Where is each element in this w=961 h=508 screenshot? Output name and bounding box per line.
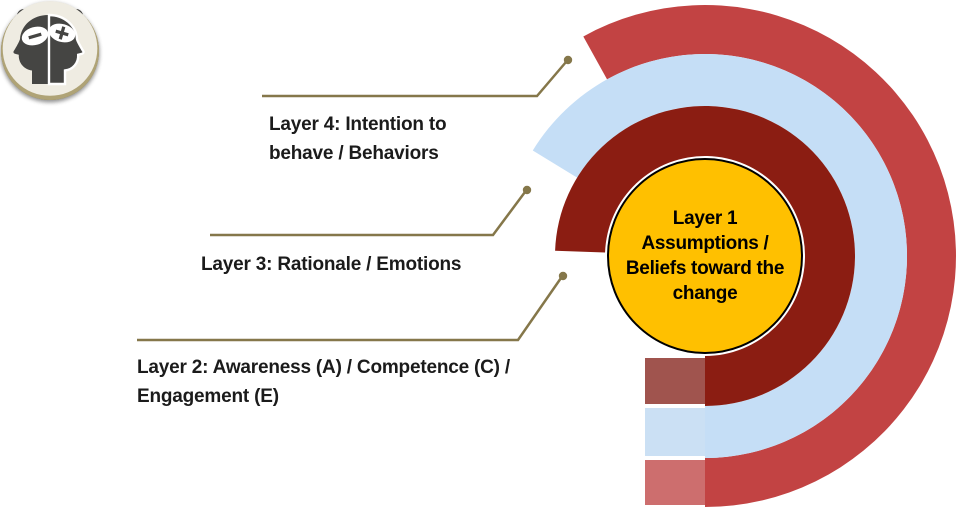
- label-layer2-line2: Engagement (E): [137, 386, 279, 407]
- center-line-2: Assumptions /: [641, 233, 769, 254]
- heads-plus-minus-icon: [1, 1, 99, 100]
- callout-layer4-leader: [262, 55, 573, 98]
- layer-2-ring: [555, 106, 855, 406]
- callout-line-layer4: [262, 61, 567, 98]
- layer-4-ring: [583, 4, 956, 507]
- label-layer4-line2: behave / Behaviors: [269, 143, 439, 164]
- callout-dot-layer2: [558, 271, 568, 281]
- callout-layer3-leader: [210, 185, 532, 237]
- label-layer3-line1: Layer 3: Rationale / Emotions: [201, 254, 462, 275]
- rings-group: [532, 4, 956, 507]
- label-layer4-line1: Layer 4: Intention to: [269, 114, 447, 135]
- center-circle-label: Layer 1 Assumptions / Beliefs toward the…: [625, 206, 785, 306]
- callout-line-layer2: [137, 277, 563, 342]
- label-layer2: Layer 2: Awareness (A) / Competence (C) …: [137, 353, 510, 411]
- label-layer2-line1: Layer 2: Awareness (A) / Competence (C) …: [137, 357, 510, 378]
- layer-4-ring-tail: [645, 460, 710, 505]
- callout-dot-layer3: [522, 185, 532, 195]
- center-line-4: change: [672, 283, 738, 304]
- label-layer3: Layer 3: Rationale / Emotions: [201, 250, 461, 279]
- center-circle-layer1: Layer 1 Assumptions / Beliefs toward the…: [607, 158, 803, 354]
- layer-3-ring-tail: [645, 408, 710, 456]
- heads-plus-minus-glyph: [13, 13, 85, 86]
- callout-line-layer3: [210, 191, 527, 237]
- layer-2-ring-tail: [645, 358, 710, 404]
- callout-dot-layer4: [563, 55, 573, 65]
- callout-layer2-leader: [137, 271, 568, 342]
- center-line-1: Layer 1: [672, 208, 738, 229]
- center-line-3: Beliefs toward the: [625, 258, 785, 279]
- label-layer4: Layer 4: Intention to behave / Behaviors: [269, 110, 447, 168]
